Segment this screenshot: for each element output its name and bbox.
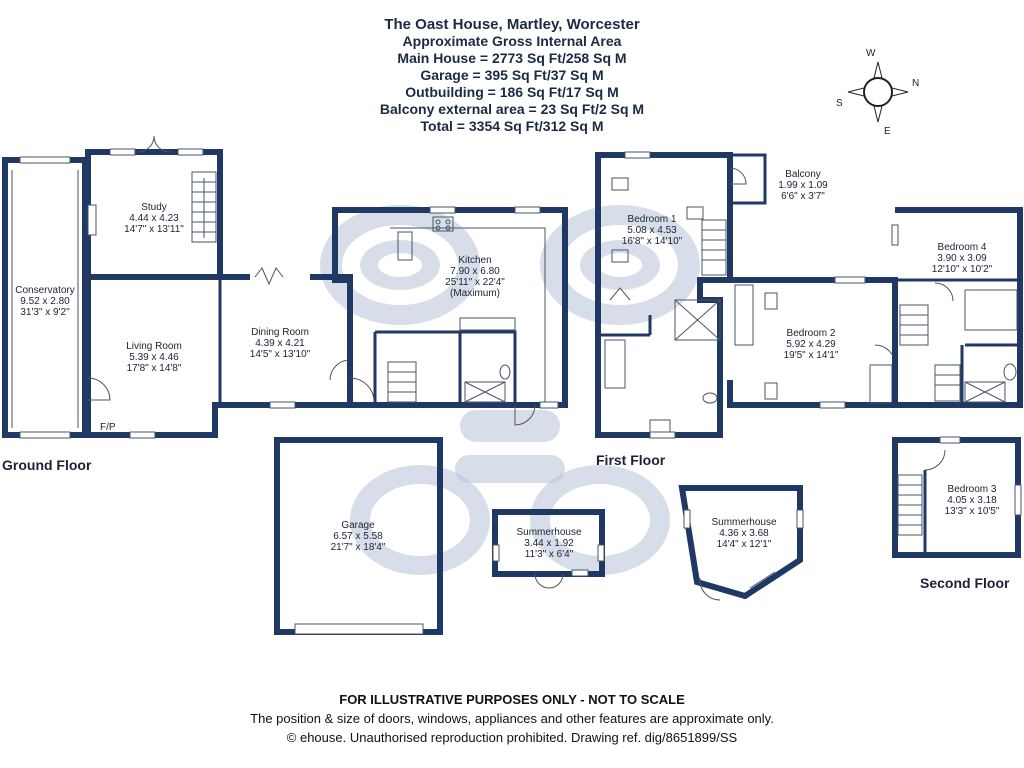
room-kitchen-name: Kitchen xyxy=(458,255,491,266)
room-bedroom1-metric: 5.08 x 4.53 xyxy=(627,225,677,236)
summerhouse-1-plan: Summerhouse 3.44 x 1.92 11'3" x 6'4" xyxy=(492,509,605,589)
fireplace-label: F/P xyxy=(100,422,116,433)
first-floor-plan: First Floor xyxy=(595,151,1023,468)
area-total: Total = 3354 Sq Ft/312 Sq M xyxy=(420,118,604,134)
room-bedroom4-imperial: 12'10" x 10'2" xyxy=(932,264,993,275)
room-summer2-name: Summerhouse xyxy=(711,517,776,528)
room-bedroom4-name: Bedroom 4 xyxy=(938,242,987,253)
compass-n: N xyxy=(912,78,919,89)
area-garage: Garage = 395 Sq Ft/37 Sq M xyxy=(420,67,604,83)
kitchen-walls xyxy=(332,207,568,408)
compass-icon: W N S E xyxy=(836,48,919,137)
disclaimer-text: The position & size of doors, windows, a… xyxy=(250,711,774,726)
property-title: The Oast House, Martley, Worcester xyxy=(384,16,640,33)
floor-label-second: Second Floor xyxy=(920,575,1010,591)
room-living-imperial: 17'8" x 14'8" xyxy=(127,363,182,374)
room-bedroom4-metric: 3.90 x 3.09 xyxy=(937,253,987,264)
first-room-labels: Bedroom 1 5.08 x 4.53 16'8" x 14'10" Bal… xyxy=(622,169,993,361)
room-balcony-name: Balcony xyxy=(785,169,821,180)
room-garage-imperial: 21'7" x 18'4" xyxy=(331,542,386,553)
area-main-house: Main House = 2773 Sq Ft/258 Sq M xyxy=(397,50,627,66)
copyright-text: © ehouse. Unauthorised reproduction proh… xyxy=(286,730,738,745)
room-conservatory-name: Conservatory xyxy=(15,285,74,296)
room-bedroom3-metric: 4.05 x 3.18 xyxy=(947,495,997,506)
floor-label-first: First Floor xyxy=(596,452,666,468)
room-bedroom3-name: Bedroom 3 xyxy=(948,484,997,495)
compass-e: E xyxy=(884,126,891,137)
room-bedroom2-imperial: 19'5" x 14'1" xyxy=(784,350,839,361)
room-dining-imperial: 14'5" x 13'10" xyxy=(250,349,311,360)
room-bedroom2-name: Bedroom 2 xyxy=(787,328,836,339)
room-study-name: Study xyxy=(141,202,167,213)
area-balcony: Balcony external area = 23 Sq Ft/2 Sq M xyxy=(379,101,645,117)
room-study-imperial: 14'7" x 13'11" xyxy=(124,224,184,235)
room-dining-name: Dining Room xyxy=(251,327,309,338)
room-summer1-imperial: 11'3" x 6'4" xyxy=(525,549,574,560)
second-floor-plan: Bedroom 3 4.05 x 3.18 13'3" x 10'5" Seco… xyxy=(892,436,1022,591)
room-summer2-metric: 4.36 x 3.68 xyxy=(719,528,769,539)
compass-w: W xyxy=(866,48,876,59)
area-heading: Approximate Gross Internal Area xyxy=(402,33,622,49)
room-bedroom1-imperial: 16'8" x 14'10" xyxy=(622,236,683,247)
room-conservatory-metric: 9.52 x 2.80 xyxy=(20,296,70,307)
disclaimer: FOR ILLUSTRATIVE PURPOSES ONLY - NOT TO … xyxy=(112,690,912,747)
compass-s: S xyxy=(836,98,843,109)
room-bedroom2-metric: 5.92 x 4.29 xyxy=(786,339,836,350)
room-living-metric: 5.39 x 4.46 xyxy=(129,352,179,363)
title-block: The Oast House, Martley, Worcester Appro… xyxy=(262,16,762,135)
watermark-logo-icon xyxy=(320,205,700,575)
room-living-name: Living Room xyxy=(126,341,182,352)
room-summer2-imperial: 14'4" x 12'1" xyxy=(717,539,772,550)
disclaimer-heading: FOR ILLUSTRATIVE PURPOSES ONLY - NOT TO … xyxy=(339,692,685,707)
room-balcony-metric: 1.99 x 1.09 xyxy=(778,180,828,191)
summerhouse-2-plan: Summerhouse 4.36 x 3.68 14'4" x 12'1" xyxy=(678,485,804,601)
room-kitchen-note: (Maximum) xyxy=(450,288,500,299)
room-dining-metric: 4.39 x 4.21 xyxy=(255,338,305,349)
garage-plan: Garage 6.57 x 5.58 21'7" x 18'4" xyxy=(274,437,443,635)
room-bedroom3-imperial: 13'3" x 10'5" xyxy=(945,506,1000,517)
ground-room-labels: Study 4.44 x 4.23 14'7" x 13'11" Conserv… xyxy=(15,202,505,374)
room-garage-metric: 6.57 x 5.58 xyxy=(333,531,383,542)
room-kitchen-imperial: 25'11" x 22'4" xyxy=(445,277,505,288)
floor-label-ground: Ground Floor xyxy=(2,457,92,473)
room-conservatory-imperial: 31'3" x 9'2" xyxy=(20,307,70,318)
bedroom4-walls xyxy=(892,207,1023,408)
balcony-outline xyxy=(728,153,767,205)
room-summer1-name: Summerhouse xyxy=(516,527,581,538)
room-balcony-imperial: 6'6" x 3'7" xyxy=(781,191,825,202)
room-study-metric: 4.44 x 4.23 xyxy=(129,213,179,224)
room-bedroom1-name: Bedroom 1 xyxy=(628,214,677,225)
ground-floor-plan: F/P Ground Floor xyxy=(2,135,568,473)
area-outbuilding: Outbuilding = 186 Sq Ft/17 Sq M xyxy=(405,84,619,100)
room-kitchen-metric: 7.90 x 6.80 xyxy=(450,266,500,277)
room-summer1-metric: 3.44 x 1.92 xyxy=(524,538,574,549)
room-garage-name: Garage xyxy=(341,520,375,531)
